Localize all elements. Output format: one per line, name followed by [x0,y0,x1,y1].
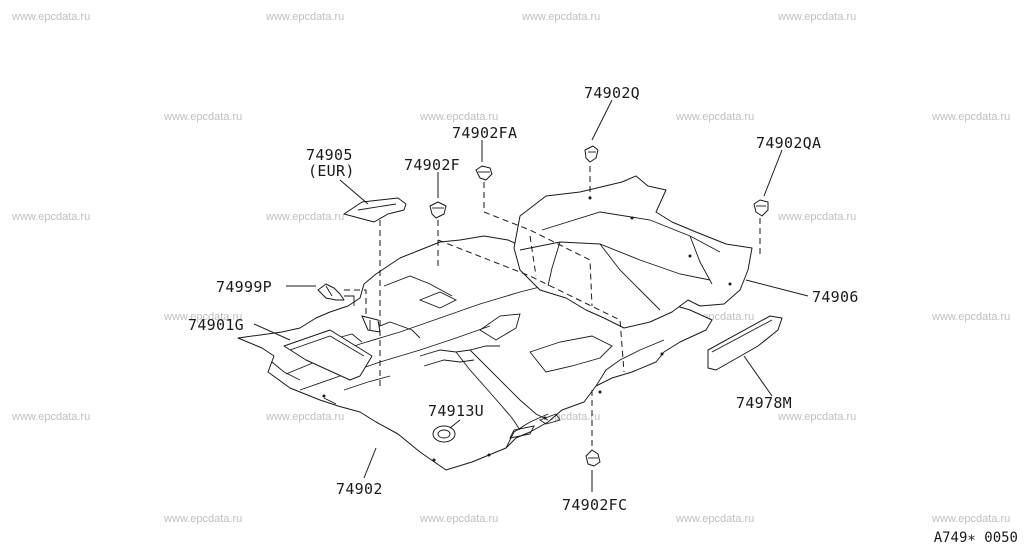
watermark-text: www.epcdata.ru [675,513,754,525]
clip-74902FA [475,165,493,181]
watermark-text: www.epcdata.ru [675,111,754,123]
watermark-text: www.epcdata.ru [11,211,90,223]
clip-74999P [317,283,379,327]
label-74901G: 74901G [188,316,244,334]
label-74905-note: (EUR) [308,162,355,180]
watermark-text: www.epcdata.ru [163,311,242,323]
clip-74902F [429,201,447,219]
clip-74902QA [753,199,769,217]
trim-74978M [707,315,783,371]
label-74902Q: 74902Q [584,84,640,102]
clip-74902Q [584,145,599,163]
pad-74905 [343,197,407,223]
label-74906: 74906 [812,288,859,306]
watermark-text: www.epcdata.ru [265,411,344,423]
watermark-text: www.epcdata.ru [11,411,90,423]
grommet-74913U [432,425,456,443]
watermark-text: www.epcdata.ru [931,311,1010,323]
label-74902FC: 74902FC [562,496,627,514]
clip-74902FC [585,449,601,467]
rear-floor-carpet-74906 [513,175,753,329]
floor-mat-74901G [283,329,373,381]
watermark-text: www.epcdata.ru [931,513,1010,525]
watermark-text: www.epcdata.ru [265,211,344,223]
label-74913U: 74913U [428,402,484,420]
watermark-text: www.epcdata.ru [777,11,856,23]
leader-lines [253,99,809,492]
watermark-text: www.epcdata.ru [11,11,90,23]
watermark-text: www.epcdata.ru [419,513,498,525]
label-74902QA: 74902QA [756,134,821,152]
label-74902: 74902 [336,480,383,498]
label-74902FA: 74902FA [452,124,517,142]
watermark-text: www.epcdata.ru [931,111,1010,123]
watermark-text: www.epcdata.ru [163,513,242,525]
watermark-text: www.epcdata.ru [777,211,856,223]
label-74978M: 74978M [736,394,792,412]
watermark-text: www.epcdata.ru [265,11,344,23]
watermark-text: www.epcdata.ru [419,111,498,123]
diagram-code: A749∗ 0050 [934,530,1018,546]
watermark-text: www.epcdata.ru [163,111,242,123]
watermark-text: www.epcdata.ru [777,411,856,423]
label-74905: 74905 [306,146,353,164]
label-74999P: 74999P [216,278,272,296]
label-74902F: 74902F [404,156,460,174]
assembly-lines [379,166,761,450]
watermark-text: www.epcdata.ru [521,11,600,23]
